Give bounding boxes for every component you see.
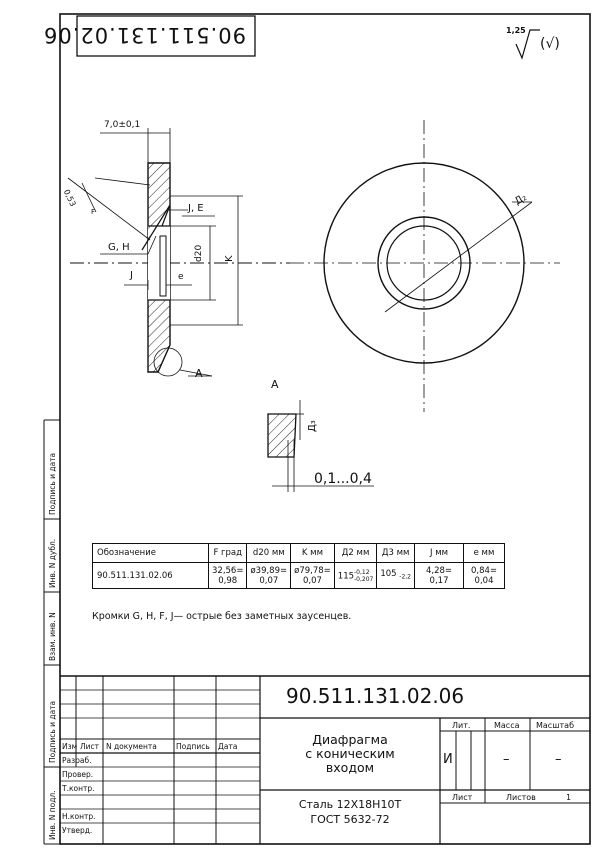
spec-table: Обозначение F град d20 мм K мм Д2 мм Д3 … [92,543,506,589]
spec-J: 4,28=0,17 [414,562,465,589]
spec-D2-main: 115 [337,571,355,581]
spec-D2: 115-0,12-0,207 [333,562,378,589]
role-prover: Провер. [62,770,94,779]
label-J: J [130,270,133,281]
spec-d20: ø39,89=0,07 [246,562,292,589]
label-F: F [91,208,96,216]
section-view [70,162,290,373]
title-name-line3: входом [325,760,375,775]
lit-label: Лит. [452,721,471,730]
side-inv-podl: Инв. N подл. [48,790,57,840]
spec-header-D3: Д3 мм [376,543,416,563]
label-e: e [178,272,184,282]
sheets-value: 1 [566,793,572,802]
spec-D3-main: 105 [380,568,397,579]
spec-D3-low: -2,2 [399,573,412,581]
hdr-izm: Изм [62,742,78,751]
spec-K-tol: 0,07 [302,575,322,586]
label-K: K [224,255,235,262]
spec-e: 0,84=0,04 [463,562,506,589]
roughness-suffix: (√) [540,36,560,52]
spec-D3: 105 -2,2 [376,562,416,589]
title-name-line2: с коническим [305,746,395,761]
label-GH: G, H [108,242,130,253]
scale-value: – [555,752,562,767]
spec-F-main: 32,56= [212,565,244,576]
spec-header-K: K мм [290,543,335,563]
section-hatch-bottom [148,300,170,372]
spec-header-d20: d20 мм [246,543,292,563]
title-name-line1: Диафрагма [312,732,388,747]
callout-A: A [195,367,203,380]
spec-header-e: e мм [463,543,506,563]
role-nkontr: Н.контр. [62,812,96,821]
label-JE: J, E [188,203,204,214]
side-inv-dubl: Инв. N дубл. [48,538,57,588]
edge-note: Кромки G, H, F, J— острые без заметных з… [92,611,352,622]
role-razrab: Разраб. [62,756,92,765]
detail-hatch [268,414,296,457]
sheet-frame [59,13,591,845]
section-dimensions [67,128,243,377]
spec-F-tol: 0,98 [218,575,238,586]
mass-label: Масса [494,721,520,730]
dim-thickness: 7,0±0,1 [104,120,141,130]
title-block-lines [60,675,590,844]
spec-K-main: ø79,78= [294,565,331,576]
spec-value-row: 90.511.131.02.06 32,56=0,98 ø39,89=0,07 … [92,562,506,589]
spec-header-J: J мм [414,543,465,563]
detail-title: A [271,378,279,391]
label-d20: d20 [194,244,204,262]
title-part-name: Диафрагма с коническим входом [260,733,440,775]
roughness-value: 1,25 [506,26,526,35]
title-material: Сталь 12Х18Н10Т ГОСТ 5632-72 [260,797,440,827]
spec-e-main: 0,84= [470,565,498,576]
title-material-line1: Сталь 12Х18Н10Т [298,798,402,811]
title-material-line2: ГОСТ 5632-72 [310,813,390,826]
detail-gap: 0,1...0,4 [314,471,372,487]
top-stamp-box [76,15,256,57]
sheets-label: Листов [506,793,536,802]
hdr-date: Дата [218,742,238,751]
spec-header-designation: Обозначение [92,543,209,563]
detail-D3: Д₃ [307,420,318,432]
spec-J-tol: 0,17 [429,575,449,586]
side-vzam-inv: Взам. инв. N [48,612,57,661]
sheet-label: Лист [452,793,473,802]
role-utverd: Утверд. [62,826,93,835]
roughness-symbol [515,29,540,60]
hdr-list: Лист [80,742,100,751]
spec-header-D2: Д2 мм [333,543,378,563]
scale-label: Масштаб [536,721,575,730]
spec-designation: 90.511.131.02.06 [92,562,209,589]
spec-header-F: F град [207,543,248,563]
spec-K: ø79,78=0,07 [290,562,335,589]
hdr-sign: Подпись [176,742,210,751]
spec-D2-low: -0,207 [354,575,374,583]
spec-e-tol: 0,04 [474,575,494,586]
hdr-docnum: N документа [106,742,157,751]
spec-header-row: Обозначение F град d20 мм K мм Д2 мм Д3 … [92,543,506,563]
mass-value: – [503,752,510,767]
side-podp-date-2: Подпись и дата [48,700,57,763]
lit-value: И [443,752,453,767]
spec-F: 32,56=0,98 [207,562,248,589]
spec-d20-main: ø39,89= [250,565,288,576]
top-stamp-number: 90.511.131.02.06 [42,23,246,47]
spec-D2-up: -0,12 [354,568,370,576]
title-doc-number: 90.511.131.02.06 [286,684,465,708]
spec-d20-tol: 0,07 [259,575,279,586]
front-view [290,120,560,412]
side-strip-frame [43,419,60,845]
spec-J-main: 4,28= [425,565,453,576]
role-tkontr: Т.контр. [62,784,95,793]
side-podp-date-1: Подпись и дата [48,452,57,515]
